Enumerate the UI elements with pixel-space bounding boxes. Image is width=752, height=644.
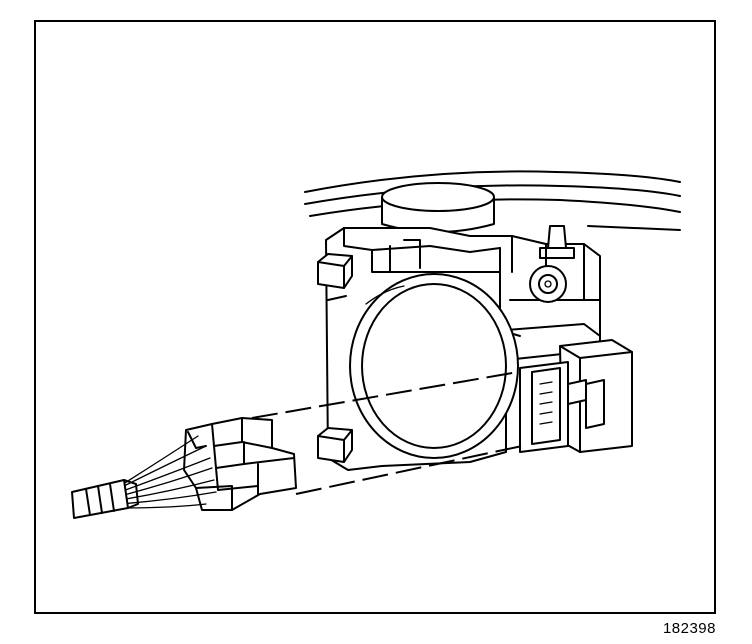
engine-cover-outline — [304, 170, 681, 231]
throttle-body-sensor-connector — [519, 339, 633, 453]
mounting-boss-lower — [317, 427, 353, 463]
harness-connector — [183, 417, 297, 511]
adjustment-screw — [529, 225, 575, 303]
harness-conduit — [71, 479, 139, 519]
alignment-lines — [251, 371, 523, 495]
mounting-boss-upper — [317, 253, 353, 289]
throttle-bore — [349, 273, 519, 459]
sensor-cap — [381, 182, 495, 233]
figure-number: 182398 — [662, 620, 716, 637]
